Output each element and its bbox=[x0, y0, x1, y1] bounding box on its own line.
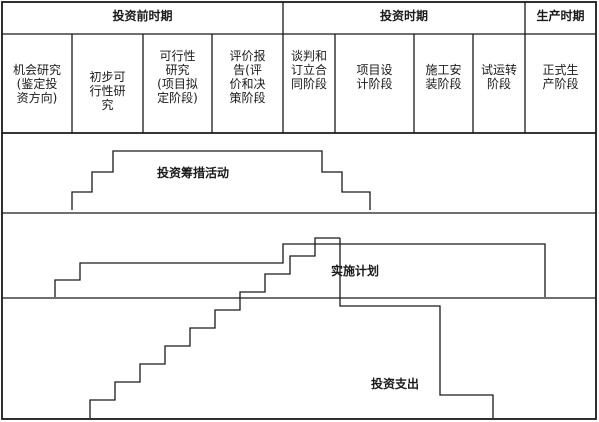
stage-feasibility-study: 可行性 研究 (项目拟 定阶段) bbox=[157, 49, 198, 105]
stage-negotiation: 谈判和 订立合 同阶段 bbox=[290, 49, 327, 91]
stage-production: 正式生 产阶段 bbox=[542, 63, 579, 91]
label-expenditure: 投资支出 bbox=[370, 377, 419, 391]
stage-trial-operation: 试运转 阶段 bbox=[480, 63, 517, 91]
stage-construction: 施工安 装阶段 bbox=[425, 63, 462, 91]
stage-evaluation-report: 评价报 告(评 价和决 策阶段 bbox=[229, 49, 266, 105]
stage-project-design: 项目设 计阶段 bbox=[356, 63, 393, 91]
period-production: 生产时期 bbox=[536, 9, 585, 23]
stage-preliminary-feasibility: 初步可 行性研 究 bbox=[89, 70, 126, 112]
period-investment: 投资时期 bbox=[379, 9, 428, 23]
expenditure-staircase bbox=[89, 237, 340, 418]
period-pre-investment: 投资前时期 bbox=[112, 9, 173, 23]
stage-opportunity-study: 机会研究 (鉴定投 资方向) bbox=[12, 63, 61, 105]
label-financing: 投资筹措活动 bbox=[156, 166, 229, 180]
label-implementation: 实施计划 bbox=[330, 264, 379, 278]
implementation-staircase bbox=[54, 243, 546, 297]
financing-staircase bbox=[71, 150, 371, 210]
